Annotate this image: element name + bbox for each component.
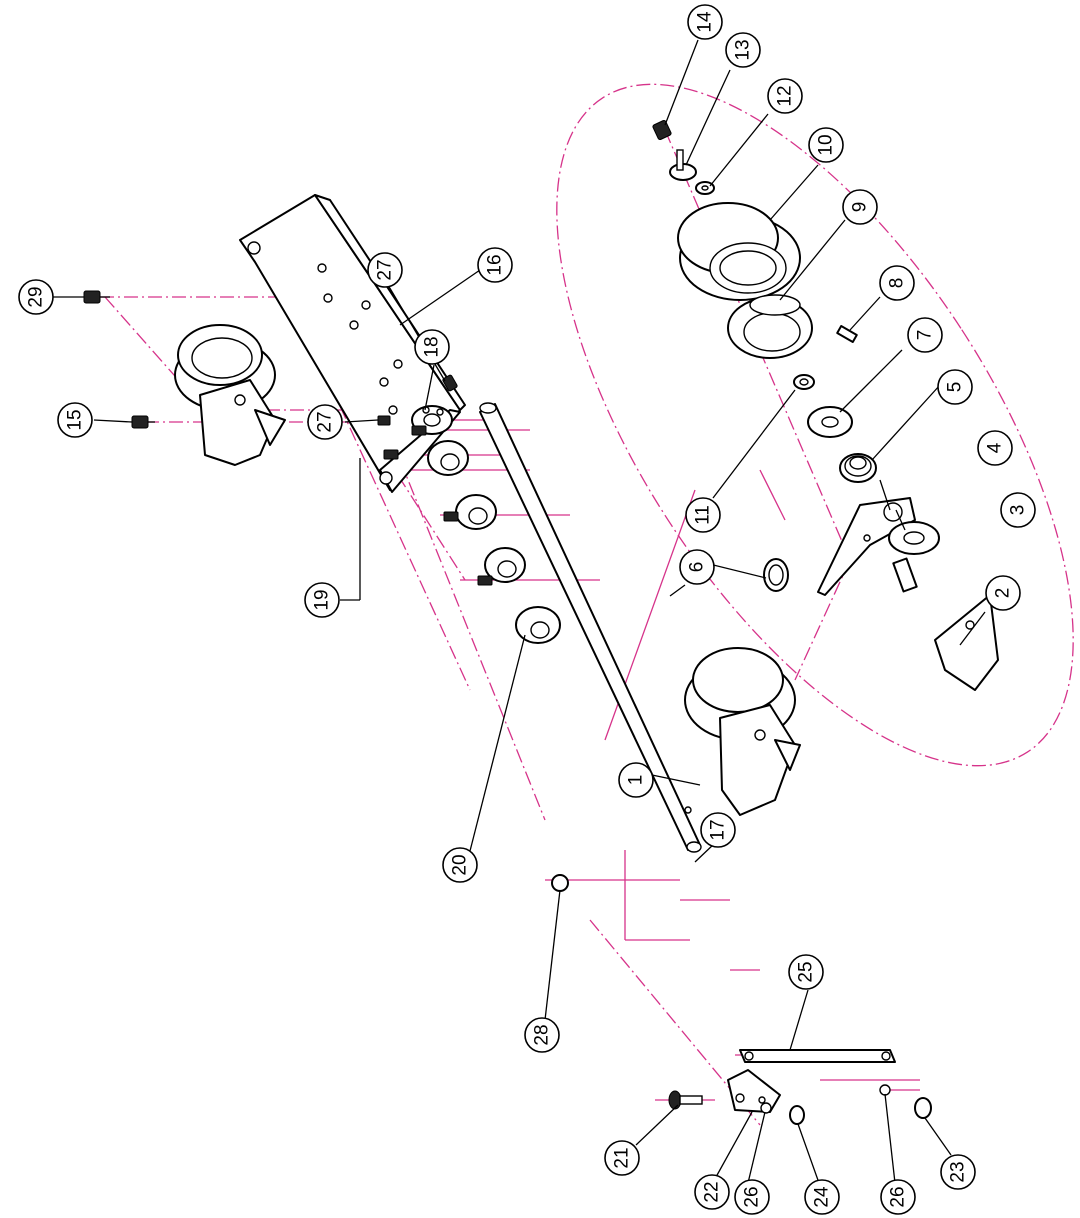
part-23-pin xyxy=(914,1097,932,1119)
callout-21: 21 xyxy=(604,1140,640,1176)
svg-text:24: 24 xyxy=(812,1186,833,1208)
svg-text:15: 15 xyxy=(65,409,86,430)
callout-6: 6 xyxy=(679,549,715,585)
svg-text:7: 7 xyxy=(915,330,936,341)
part-7-ratchet-ring xyxy=(807,406,853,438)
callout-29: 29 xyxy=(18,279,54,315)
part-11-washer xyxy=(793,374,815,390)
part-27-set-screw-b xyxy=(377,415,391,426)
part-28-e-clip xyxy=(551,874,569,892)
callout-8: 8 xyxy=(879,265,915,301)
callout-12: 12 xyxy=(767,78,803,114)
part-9-collar xyxy=(727,294,813,359)
callout-1: 1 xyxy=(618,762,654,798)
svg-text:14: 14 xyxy=(695,11,716,33)
part-5-conical-spring xyxy=(839,453,877,483)
svg-text:22: 22 xyxy=(702,1181,723,1202)
callout-14: 14 xyxy=(687,4,723,40)
callout-5: 5 xyxy=(937,369,973,405)
part-29-screw xyxy=(83,290,110,304)
part-13-tab-washer xyxy=(669,149,697,181)
callout-17: 17 xyxy=(700,812,736,848)
callout-24: 24 xyxy=(804,1179,840,1215)
callout-9: 9 xyxy=(842,189,878,225)
part-24-pin xyxy=(789,1105,805,1125)
svg-text:20: 20 xyxy=(450,854,471,875)
callout-4: 4 xyxy=(977,430,1013,466)
callout-15: 15 xyxy=(57,402,93,438)
part-19-cam-1 xyxy=(427,440,469,476)
svg-text:26: 26 xyxy=(742,1186,763,1207)
leader-lines xyxy=(53,39,986,1184)
svg-text:9: 9 xyxy=(850,202,871,213)
part-14-screw xyxy=(652,119,672,141)
callout-11: 11 xyxy=(685,497,721,533)
svg-text:21: 21 xyxy=(612,1147,633,1168)
part-17-shaft xyxy=(479,402,702,853)
callout-26-b: 26 xyxy=(880,1179,916,1215)
callout-26-a: 26 xyxy=(734,1179,770,1215)
svg-text:2: 2 xyxy=(993,588,1014,599)
callout-7: 7 xyxy=(907,317,943,353)
svg-text:12: 12 xyxy=(775,85,796,106)
svg-text:1: 1 xyxy=(626,775,647,786)
callout-20: 20 xyxy=(442,847,478,883)
callout-3: 3 xyxy=(1000,492,1036,528)
svg-text:3: 3 xyxy=(1008,505,1029,516)
svg-text:8: 8 xyxy=(887,278,908,289)
part-19-cam-2 xyxy=(455,494,497,530)
callout-19: 19 xyxy=(304,582,340,618)
svg-text:5: 5 xyxy=(945,382,966,393)
part-1-knob-assembly xyxy=(684,647,801,816)
svg-text:27: 27 xyxy=(315,411,336,432)
svg-text:28: 28 xyxy=(532,1024,553,1045)
callout-28: 28 xyxy=(524,1017,560,1053)
part-25-link-bar xyxy=(739,1049,896,1063)
svg-text:11: 11 xyxy=(693,505,714,525)
svg-text:25: 25 xyxy=(796,961,817,982)
callout-18: 18 xyxy=(414,329,450,365)
callout-23: 23 xyxy=(940,1154,976,1190)
svg-text:18: 18 xyxy=(422,336,443,357)
part-12-washer xyxy=(695,181,715,195)
part-knob-assembly-upper xyxy=(174,324,286,466)
part-15-screw xyxy=(131,415,155,429)
svg-text:17: 17 xyxy=(708,819,729,840)
callout-25: 25 xyxy=(788,954,824,990)
callout-13: 13 xyxy=(725,32,761,68)
callout-27-a: 27 xyxy=(367,252,403,288)
callout-22: 22 xyxy=(694,1174,730,1210)
callout-10: 10 xyxy=(808,127,844,163)
part-27-set-screw-a xyxy=(442,374,458,392)
svg-text:16: 16 xyxy=(485,254,506,275)
part-10-knurled-knob xyxy=(677,202,801,301)
callout-16: 16 xyxy=(477,247,513,283)
part-19-cam-4 xyxy=(515,606,561,644)
part-22-small-bracket xyxy=(727,1069,781,1113)
svg-text:23: 23 xyxy=(948,1161,969,1182)
svg-text:27: 27 xyxy=(375,259,396,280)
callout-2: 2 xyxy=(985,575,1021,611)
svg-text:4: 4 xyxy=(985,442,1006,453)
part-19-cam-group xyxy=(359,425,561,644)
part-26-ring-a xyxy=(760,1102,772,1114)
svg-text:13: 13 xyxy=(733,39,754,60)
svg-text:26: 26 xyxy=(888,1186,909,1207)
svg-text:10: 10 xyxy=(816,134,837,155)
part-3-flat-washer xyxy=(888,521,940,555)
detail-boundary xyxy=(556,83,1074,767)
part-21-screw xyxy=(668,1090,703,1110)
part-8-pin xyxy=(836,325,858,343)
svg-text:29: 29 xyxy=(26,286,47,307)
callout-27-b: 27 xyxy=(307,404,343,440)
svg-text:19: 19 xyxy=(312,589,333,610)
part-2-shaft-bracket xyxy=(892,557,999,691)
part-19-cam-3 xyxy=(484,547,526,583)
svg-text:6: 6 xyxy=(687,562,708,573)
part-26-ring-b xyxy=(879,1084,891,1096)
part-6-spring xyxy=(763,558,789,592)
